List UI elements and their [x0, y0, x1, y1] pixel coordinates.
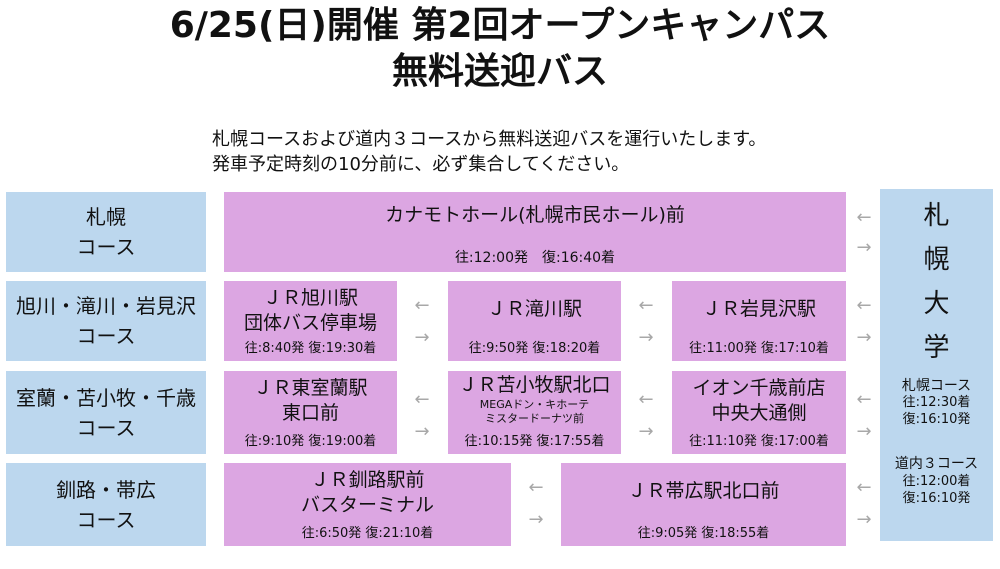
- hokkaido-course-label: 道内３コース: [894, 456, 979, 472]
- arrow-right-icon: →: [856, 421, 872, 442]
- arrow-left-icon: ←: [414, 295, 430, 316]
- course-label: コース: [76, 507, 136, 532]
- stop-landmark-1: MEGAドン・キホーテ: [479, 398, 590, 411]
- stop-name: ＪＲ岩見沢駅: [701, 298, 816, 320]
- arrow-left-icon: ←: [856, 477, 872, 498]
- arrow-right-icon: →: [414, 421, 430, 442]
- sapporo-course-arrival: 往:12:30着: [902, 395, 971, 410]
- course-name: 釧路・帯広: [56, 477, 156, 502]
- stop-time: 往:11:10発 復:17:00着: [689, 434, 829, 449]
- stop-name: ＪＲ東室蘭駅: [253, 377, 368, 399]
- arrow-right-icon: →: [528, 509, 544, 530]
- stop-name-line2: 団体バス停車場: [243, 312, 377, 334]
- destination-char: 学: [923, 333, 950, 363]
- stop-aeon-chitose: イオン千歳前店 中央大通側 往:11:10発 復:17:00着: [672, 371, 846, 454]
- destination-char: 札: [923, 201, 950, 231]
- page-title: 6/25(日)開催 第2回オープンキャンパス: [169, 5, 831, 46]
- stop-jr-takikawa: ＪＲ滝川駅 往:9:50発 復:18:20着: [448, 281, 621, 361]
- intro-line-2: 発車予定時刻の10分前に、必ず集合してください。: [212, 154, 630, 175]
- page-subtitle: 無料送迎バス: [391, 51, 608, 92]
- course-name: 室蘭・苫小牧・千歳: [16, 385, 196, 410]
- intro-line-1: 札幌コースおよび道内３コースから無料送迎バスを運行いたします。: [212, 129, 767, 150]
- arrow-left-icon: ←: [414, 389, 430, 410]
- stop-name: ＪＲ釧路駅前: [310, 469, 425, 491]
- arrow-right-icon: →: [638, 327, 654, 348]
- stop-jr-higashimuroran: ＪＲ東室蘭駅 東口前 往:9:10発 復:19:00着: [224, 371, 397, 454]
- stop-name-line2: バスターミナル: [300, 494, 434, 516]
- stop-name: ＪＲ旭川駅: [262, 287, 358, 309]
- stop-time: 往:9:05発 復:18:55着: [637, 526, 770, 541]
- stop-jr-obihiro: ＪＲ帯広駅北口前 往:9:05発 復:18:55着: [561, 463, 846, 546]
- stop-jr-iwamizawa: ＪＲ岩見沢駅 往:11:00発 復:17:10着: [672, 281, 846, 361]
- stop-name: イオン千歳前店: [692, 377, 826, 399]
- stop-time: 往:9:50発 復:18:20着: [468, 341, 601, 356]
- stop-time: 往:8:40発 復:19:30着: [244, 341, 377, 356]
- arrow-left-icon: ←: [528, 477, 544, 498]
- course-label: コース: [76, 235, 136, 259]
- sapporo-course-label: 札幌コース: [901, 378, 972, 394]
- sapporo-course-departure: 復:16:10発: [902, 412, 971, 427]
- course-name: 札幌: [86, 205, 126, 229]
- stop-jr-kushiro: ＪＲ釧路駅前 バスターミナル 往:6:50発 復:21:10着: [224, 463, 511, 546]
- course-asahikawa-takikawa-iwamizawa: 旭川・滝川・岩見沢 コース: [6, 281, 206, 361]
- arrow-left-icon: ←: [856, 295, 872, 316]
- stop-name: ＪＲ滝川駅: [486, 298, 582, 320]
- stop-time: 往:6:50発 復:21:10着: [301, 526, 434, 541]
- arrow-left-icon: ←: [856, 389, 872, 410]
- arrow-left-icon: ←: [856, 207, 872, 228]
- course-name: 旭川・滝川・岩見沢: [16, 294, 196, 318]
- stop-name: ＪＲ苫小牧駅北口: [458, 374, 611, 396]
- arrow-left-icon: ←: [638, 389, 654, 410]
- stop-name: カナモトホール(札幌市民ホール)前: [385, 204, 685, 226]
- stop-name-line2: 東口前: [281, 402, 339, 424]
- stop-name: ＪＲ帯広駅北口前: [627, 480, 780, 502]
- hokkaido-course-departure: 復:16:10発: [902, 491, 971, 506]
- course-muroran-tomakomai-chitose: 室蘭・苫小牧・千歳 コース: [6, 371, 206, 454]
- stop-sapporo-kanamoto-hall: カナモトホール(札幌市民ホール)前 往:12:00発 復:16:40着: [224, 192, 846, 272]
- arrow-left-icon: ←: [638, 295, 654, 316]
- arrow-right-icon: →: [414, 327, 430, 348]
- hokkaido-course-arrival: 往:12:00着: [902, 474, 971, 489]
- stop-time: 往:11:00発 復:17:10着: [689, 341, 829, 356]
- stop-jr-tomakomai: ＪＲ苫小牧駅北口 MEGAドン・キホーテ ミスタードーナツ前 往:10:15発 …: [448, 371, 621, 454]
- arrow-right-icon: →: [856, 237, 872, 258]
- course-sapporo: 札幌 コース: [6, 192, 206, 272]
- stop-landmark-2: ミスタードーナツ前: [485, 412, 584, 425]
- stop-time: 往:10:15発 復:17:55着: [464, 434, 605, 449]
- stop-name-line2: 中央大通側: [711, 402, 807, 424]
- stop-time: 往:9:10発 復:19:00着: [244, 434, 377, 449]
- course-label: コース: [76, 415, 136, 440]
- stop-jr-asahikawa: ＪＲ旭川駅 団体バス停車場 往:8:40発 復:19:30着: [224, 281, 397, 361]
- course-label: コース: [76, 324, 136, 348]
- destination-sapporo-university: 札 幌 大 学 札幌コース 往:12:30着 復:16:10発 道内３コース 往…: [880, 189, 993, 541]
- stop-time: 往:12:00発 復:16:40着: [454, 250, 616, 266]
- arrow-right-icon: →: [856, 327, 872, 348]
- course-kushiro-obihiro: 釧路・帯広 コース: [6, 463, 206, 546]
- destination-char: 幌: [923, 245, 950, 275]
- arrow-right-icon: →: [638, 421, 654, 442]
- destination-char: 大: [923, 289, 950, 319]
- arrow-right-icon: →: [856, 509, 872, 530]
